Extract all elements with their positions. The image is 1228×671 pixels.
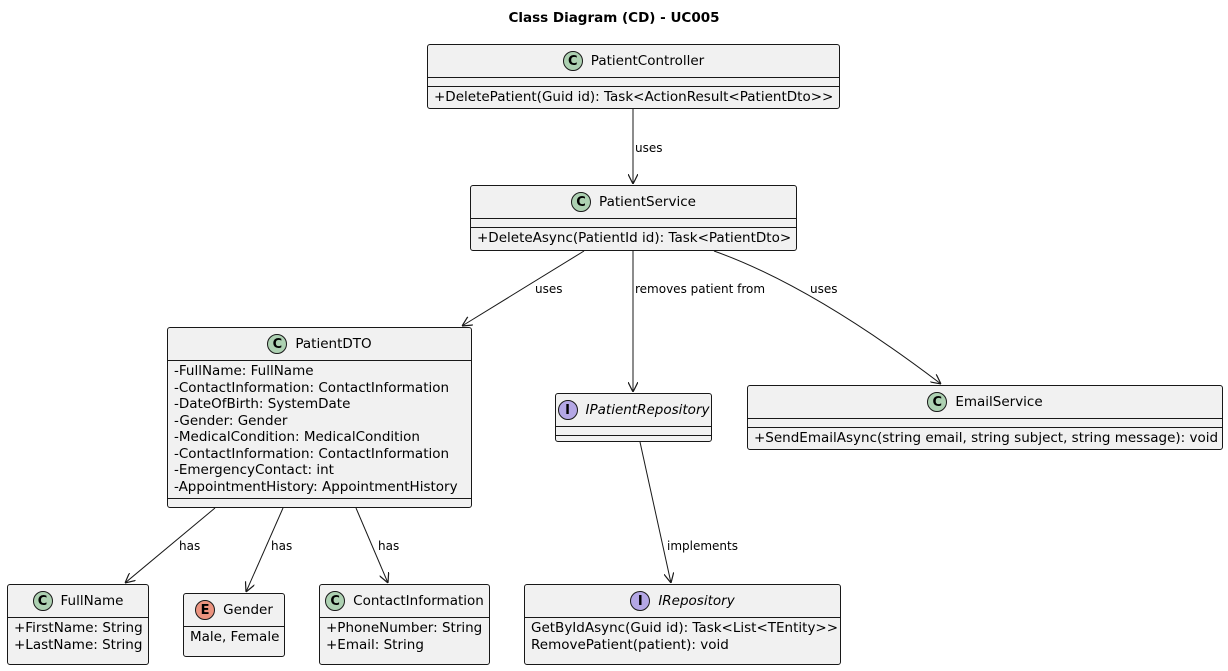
label-dto-contact: has — [378, 539, 400, 553]
edge-repository-irepository — [639, 441, 671, 583]
fields-compartment: +FirstName: String +LastName: String — [8, 618, 148, 656]
method: GetByIdAsync(Guid id): Task<List<TEntity… — [531, 620, 839, 636]
edge-service-email — [713, 250, 941, 384]
edge-dto-gender — [246, 507, 284, 592]
class-name: EmailService — [955, 394, 1043, 410]
field: -ContactInformation: ContactInformation — [174, 445, 450, 462]
field: -DateOfBirth: SystemDate — [174, 396, 351, 412]
class-name: IRepository — [658, 593, 735, 609]
values-compartment: Male, Female — [184, 627, 284, 649]
fields-compartment — [556, 427, 711, 436]
fields-compartment — [471, 219, 796, 228]
edge-dto-contact — [355, 507, 388, 583]
fields-compartment — [748, 419, 1222, 428]
field: -MedicalCondition: MedicalCondition — [174, 429, 420, 445]
field: +PhoneNumber: String — [326, 620, 483, 636]
interface-icon: I — [630, 591, 651, 611]
interface-irepository: I IRepository GetByIdAsync(Guid id): Tas… — [524, 584, 841, 665]
class-header: E Gender — [184, 594, 284, 627]
field: -FullName: FullName — [174, 363, 314, 379]
class-icon: C — [267, 334, 288, 354]
methods-compartment: +SendEmailAsync(string email, string sub… — [748, 428, 1222, 450]
class-header: I IPatientRepository — [556, 394, 711, 427]
fields-compartment — [428, 78, 839, 87]
label-dto-gender: has — [271, 539, 293, 553]
class-header: C PatientController — [428, 45, 839, 78]
class-icon: C — [571, 192, 592, 212]
field: +Email: String — [326, 636, 424, 653]
fields-compartment: -FullName: FullName -ContactInformation:… — [168, 361, 471, 499]
class-name: PatientService — [599, 194, 696, 210]
class-name: PatientDTO — [295, 336, 372, 352]
field: -ContactInformation: ContactInformation — [174, 379, 450, 396]
field: +FirstName: String — [14, 620, 143, 636]
class-header: C EmailService — [748, 386, 1222, 419]
diagram-title: Class Diagram (CD) - UC005 — [508, 10, 720, 26]
method: +DeletePatient(Guid id): Task<ActionResu… — [434, 89, 834, 105]
edge-service-dto — [462, 250, 585, 326]
enum-gender: E Gender Male, Female — [183, 593, 285, 657]
class-name: FullName — [60, 593, 124, 609]
class-name: ContactInformation — [353, 593, 484, 609]
class-email-service: C EmailService +SendEmailAsync(string em… — [747, 385, 1223, 450]
label-service-repository: removes patient from — [635, 282, 766, 296]
field: -EmergencyContact: int — [174, 462, 334, 478]
class-name: Gender — [223, 602, 273, 618]
edge-dto-fullname — [125, 507, 216, 583]
class-header: C PatientDTO — [168, 328, 471, 361]
methods-compartment: GetByIdAsync(Guid id): Task<List<TEntity… — [525, 618, 840, 656]
label-controller-service: uses — [635, 141, 663, 155]
field: -AppointmentHistory: AppointmentHistory — [174, 478, 458, 495]
class-icon: C — [562, 51, 583, 71]
class-icon: C — [325, 591, 346, 611]
class-icon: C — [927, 392, 948, 412]
field: -Gender: Gender — [174, 412, 288, 429]
class-contact-information: C ContactInformation +PhoneNumber: Strin… — [319, 584, 490, 665]
class-patient-dto: C PatientDTO -FullName: FullName -Contac… — [167, 327, 472, 508]
field: +LastName: String — [14, 636, 143, 653]
class-header: C ContactInformation — [320, 585, 489, 618]
enum-values: Male, Female — [190, 629, 280, 645]
enum-icon: E — [195, 600, 216, 620]
class-header: C FullName — [8, 585, 148, 618]
method: +DeleteAsync(PatientId id): Task<Patient… — [477, 230, 792, 246]
class-full-name: C FullName +FirstName: String +LastName:… — [7, 584, 149, 665]
class-name: PatientController — [590, 53, 705, 69]
label-service-email: uses — [810, 282, 838, 296]
method: +SendEmailAsync(string email, string sub… — [754, 430, 1219, 446]
class-name: IPatientRepository — [585, 402, 710, 418]
class-header: I IRepository — [525, 585, 840, 618]
class-patient-service: C PatientService +DeleteAsync(PatientId … — [470, 185, 797, 251]
methods-compartment: +DeleteAsync(PatientId id): Task<Patient… — [471, 228, 796, 250]
label-repository-irepository: implements — [667, 539, 738, 553]
class-header: C PatientService — [471, 186, 796, 219]
methods-compartment — [168, 499, 471, 507]
interface-ipatient-repository: I IPatientRepository — [555, 393, 712, 442]
class-icon: C — [32, 591, 53, 611]
class-patient-controller: C PatientController +DeletePatient(Guid … — [427, 44, 840, 109]
interface-icon: I — [557, 400, 578, 420]
fields-compartment: +PhoneNumber: String +Email: String — [320, 618, 489, 656]
method: RemovePatient(patient): void — [531, 636, 729, 653]
label-service-dto: uses — [535, 282, 563, 296]
label-dto-fullname: has — [179, 539, 201, 553]
methods-compartment: +DeletePatient(Guid id): Task<ActionResu… — [428, 87, 839, 109]
